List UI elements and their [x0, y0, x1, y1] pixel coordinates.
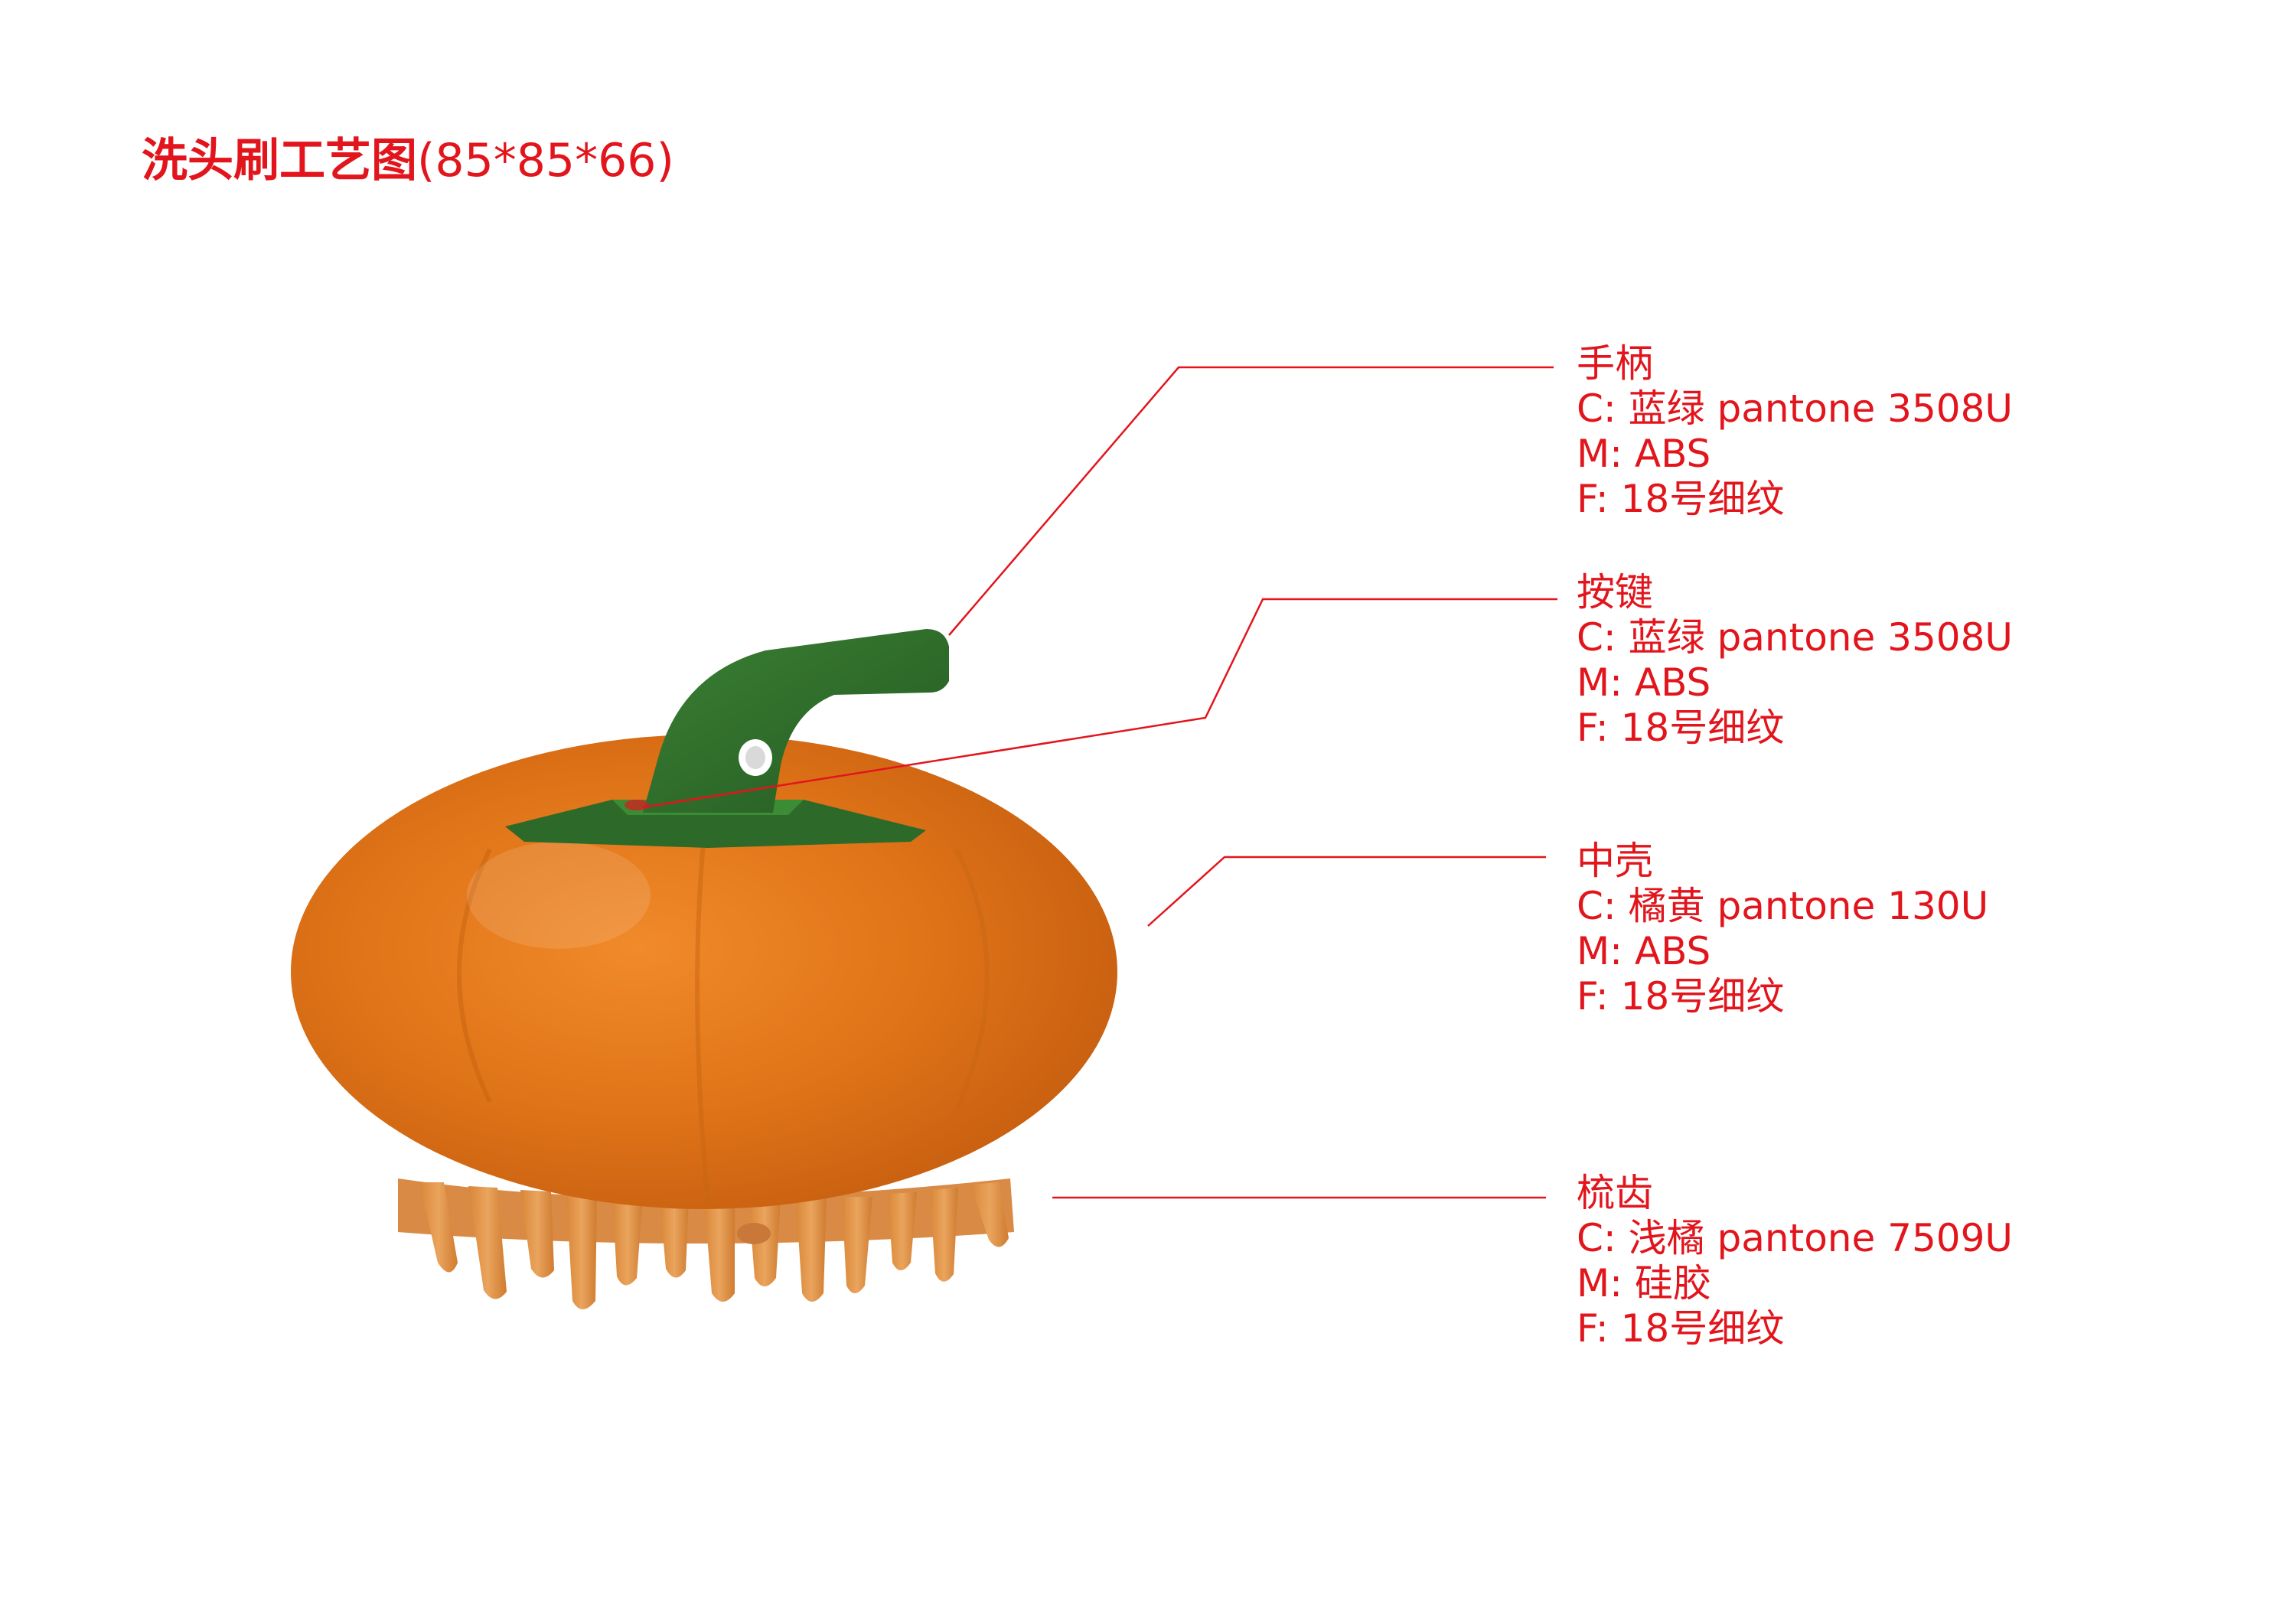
spec-button: 按键 C: 蓝绿 pantone 3508U M: ABS F: 18号细纹 [1577, 570, 2013, 751]
spec-comb-teeth: 梳齿 C: 浅橘 pantone 7509U M: 硅胶 F: 18号细纹 [1577, 1171, 2013, 1351]
spec-material: M: 硅胶 [1577, 1261, 1711, 1305]
spec-finish: F: 18号细纹 [1577, 974, 1785, 1019]
comb-teeth [398, 1178, 1014, 1309]
spec-part-name: 按键 [1577, 570, 1653, 614]
leader-line-handle [948, 366, 1554, 636]
spec-part-name: 梳齿 [1577, 1171, 1653, 1215]
spec-color: C: 蓝绿 pantone 3508U [1577, 615, 2013, 660]
spec-color: C: 浅橘 pantone 7509U [1577, 1216, 2013, 1260]
spec-color: C: 橘黄 pantone 130U [1577, 884, 1989, 928]
spec-finish: F: 18号细纹 [1577, 706, 1785, 750]
spec-material: M: ABS [1577, 432, 1711, 476]
spec-part-name: 中壳 [1577, 839, 1653, 883]
leader-line-button [642, 598, 1557, 809]
title-main: 洗头刷工艺图 [142, 134, 417, 187]
middle-shell [291, 735, 1117, 1209]
title-dimensions: (85*85*66) [417, 134, 674, 187]
page-title: 洗头刷工艺图(85*85*66) [142, 130, 674, 191]
spec-material: M: ABS [1577, 660, 1711, 705]
spec-material: M: ABS [1577, 929, 1711, 973]
spec-handle: 手柄 C: 蓝绿 pantone 3508U M: ABS F: 18号细纹 [1577, 341, 2013, 522]
handle-assembly [505, 629, 949, 848]
spec-finish: F: 18号细纹 [1577, 477, 1785, 521]
leader-lines [642, 366, 1557, 1199]
spec-middle-shell: 中壳 C: 橘黄 pantone 130U M: ABS F: 18号细纹 [1577, 839, 1988, 1019]
spec-color: C: 蓝绿 pantone 3508U [1577, 386, 2013, 431]
leader-line-shell [1147, 856, 1546, 927]
spec-part-name: 手柄 [1577, 341, 1653, 386]
spec-finish: F: 18号细纹 [1577, 1306, 1785, 1351]
